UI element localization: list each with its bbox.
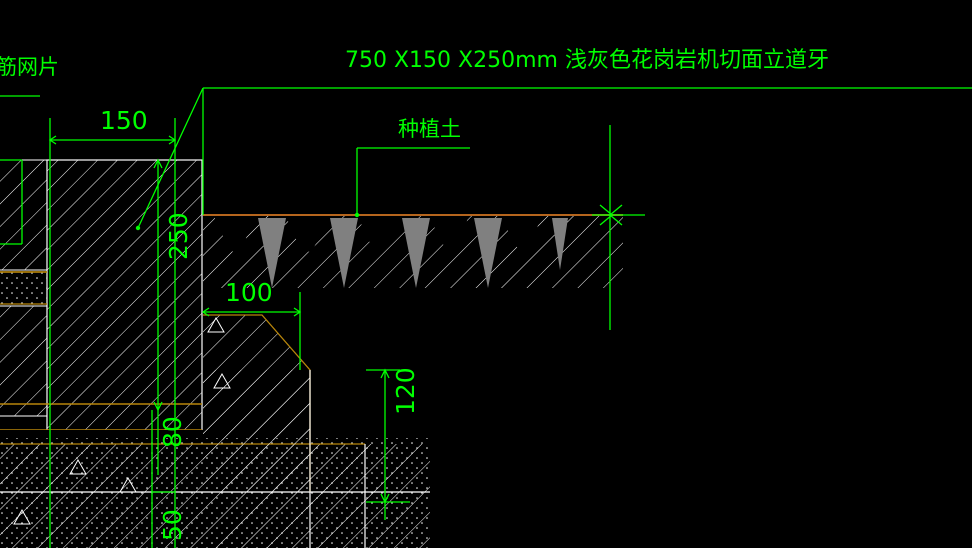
- dimension-150: 150: [100, 106, 148, 135]
- planting-soil-label: 种植土: [398, 117, 461, 141]
- left-structure-hatch: [0, 159, 47, 417]
- dimension-250: 250: [164, 212, 193, 260]
- dimension-80: 80: [158, 416, 187, 448]
- mesh-note-label: 筋网片: [0, 55, 59, 79]
- dimension-100: 100: [225, 278, 273, 307]
- dimension-lines: [0, 87, 972, 548]
- dimension-50: 50: [158, 509, 187, 541]
- planting-soil-region: [203, 214, 623, 312]
- dimension-120: 120: [391, 367, 420, 415]
- curb-haunch: [203, 314, 311, 548]
- title-note: 750 X150 X250mm 浅灰色花岗岩机切面立道牙: [345, 48, 829, 73]
